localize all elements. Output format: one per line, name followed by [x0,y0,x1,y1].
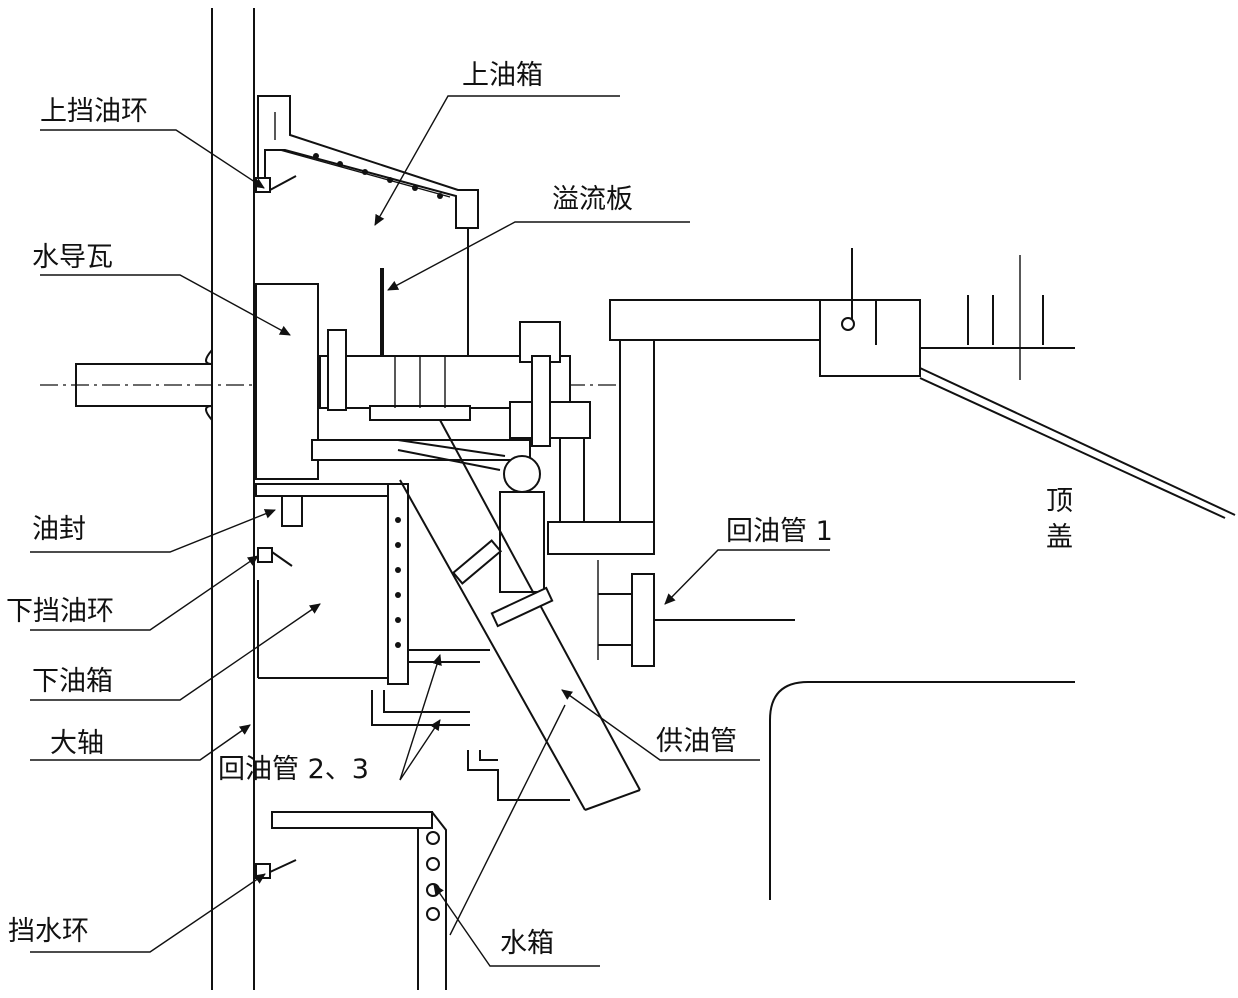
label-upper-oil-ring: 上挡油环 [40,96,148,127]
label-lower-oil-ring: 下挡油环 [6,596,114,627]
label-top-cover-2: 盖 [1046,522,1073,553]
label-overflow-plate: 溢流板 [552,184,633,215]
label-return-pipe-23: 回油管 2、3 [218,754,369,785]
label-water-tank: 水箱 [500,928,554,959]
lower-oil-ring-part [257,547,293,567]
lower-oil-tank-body [255,483,409,685]
water-ring-part [255,859,297,879]
return-pipe-1-part [597,560,795,667]
water-guide-bearing-pad [255,283,319,480]
label-oil-seal: 油封 [32,514,86,545]
label-water-ring: 挡水环 [8,916,89,947]
top-cover-outline [769,681,1075,900]
oil-seal-part [281,495,303,527]
water-tank-body [271,811,447,990]
label-main-shaft: 大轴 [50,728,104,759]
bearing-housing [311,321,591,461]
label-top-cover-1: 顶 [1046,486,1073,517]
supply-pipe-part [397,419,641,811]
label-upper-oil-tank: 上油箱 [462,60,543,91]
label-return-pipe-1: 回油管 1 [726,516,833,547]
support-frame [547,248,1236,555]
label-lower-oil-tank: 下油箱 [32,666,113,697]
upper-oil-ring-part [255,175,297,193]
leader-lines [30,95,830,967]
label-supply-pipe: 供油管 [656,726,737,757]
return-pipes-2-3-part [371,649,570,801]
main-shaft [211,8,255,990]
label-water-guide-bearing: 水导瓦 [32,242,113,273]
labels: 上油箱 上挡油环 溢流板 水导瓦 顶 盖 回油管 1 油封 下挡油环 下油箱 大… [6,60,1073,959]
